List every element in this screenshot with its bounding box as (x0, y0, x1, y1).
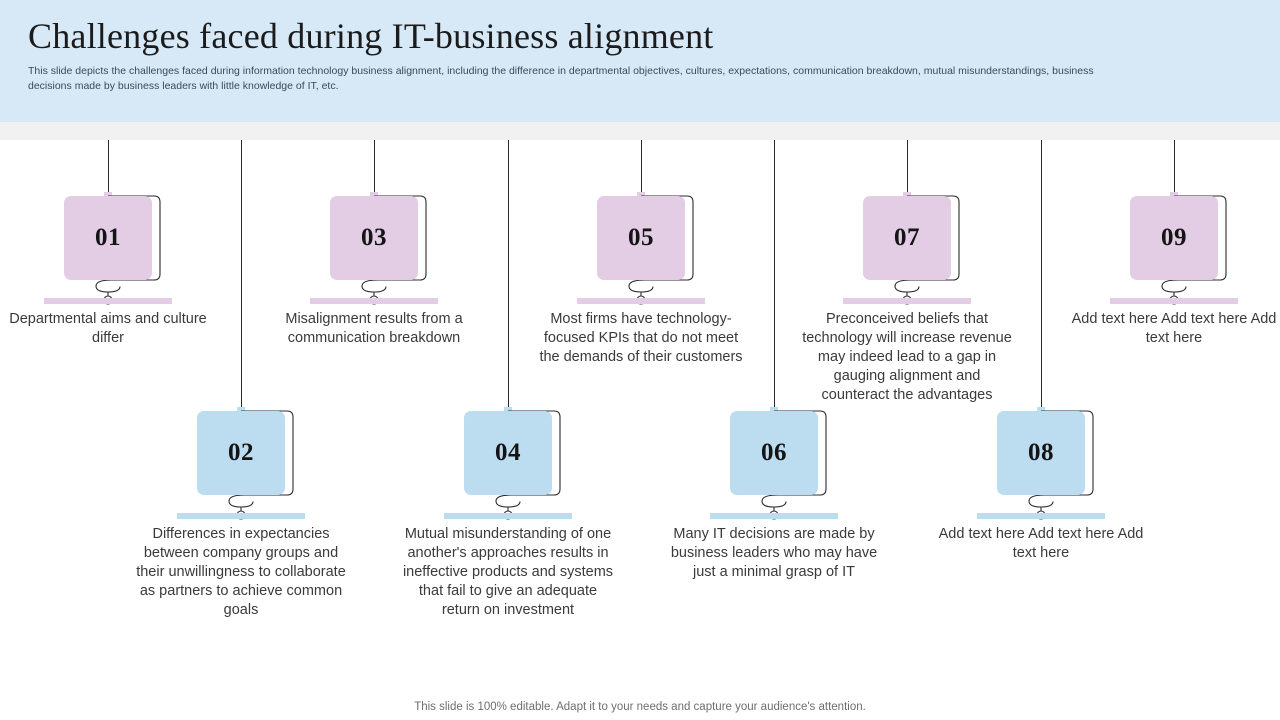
accent-bar (977, 513, 1105, 519)
card-caption: Misalignment results from a communicatio… (285, 311, 463, 346)
number-card[interactable]: 01 (64, 196, 152, 280)
card-number: 04 (495, 439, 521, 466)
accent-bar (1110, 298, 1238, 304)
footer-note: This slide is 100% editable. Adapt it to… (414, 701, 866, 713)
card-number: 01 (95, 224, 121, 251)
card-number: 02 (228, 439, 254, 466)
number-card[interactable]: 03 (330, 196, 418, 280)
number-card[interactable]: 05 (597, 196, 685, 280)
card-caption: Mutual misunderstanding of one another's… (402, 526, 614, 618)
number-card[interactable]: 06 (730, 411, 818, 495)
number-card[interactable]: 07 (863, 196, 951, 280)
accent-bar (177, 513, 305, 519)
number-card[interactable]: 09 (1130, 196, 1218, 280)
header-text-block: Challenges faced during IT-business alig… (28, 14, 1148, 94)
card-caption: Differences in expectancies between comp… (136, 526, 346, 618)
accent-bar (577, 298, 705, 304)
drop-line (641, 140, 642, 196)
number-card[interactable]: 08 (997, 411, 1085, 495)
page-title: Challenges faced during IT-business alig… (28, 16, 714, 56)
card-caption: Many IT decisions are made by business l… (670, 526, 878, 580)
drop-line (241, 140, 242, 411)
card-caption: Departmental aims and culture differ (9, 311, 207, 346)
drop-line (1041, 140, 1042, 411)
number-card[interactable]: 04 (464, 411, 552, 495)
slide-header: Challenges faced during IT-business alig… (0, 0, 1280, 122)
card-caption: Add text here Add text here Add text her… (938, 526, 1144, 561)
drop-line (907, 140, 908, 196)
accent-bar (710, 513, 838, 519)
drop-line (374, 140, 375, 196)
card-caption: Most firms have technology-focused KPIs … (539, 311, 743, 365)
accent-bar (843, 298, 971, 304)
card-number: 07 (894, 224, 920, 251)
card-number: 03 (361, 224, 387, 251)
accent-bar (444, 513, 572, 519)
card-caption: Preconceived beliefs that technology wil… (802, 311, 1012, 403)
drop-line (108, 140, 109, 196)
number-card[interactable]: 02 (197, 411, 285, 495)
header-divider-band (0, 122, 1280, 140)
card-number: 08 (1028, 439, 1054, 466)
drop-line (774, 140, 775, 411)
card-number: 09 (1161, 224, 1187, 251)
card-number: 06 (761, 439, 787, 466)
drop-line (508, 140, 509, 411)
drop-line (1174, 140, 1175, 196)
card-number: 05 (628, 224, 654, 251)
accent-bar (310, 298, 438, 304)
accent-bar (44, 298, 172, 304)
card-caption: Add text here Add text here Add text her… (1071, 311, 1277, 346)
page-subtitle: This slide depicts the challenges faced … (28, 65, 1094, 92)
